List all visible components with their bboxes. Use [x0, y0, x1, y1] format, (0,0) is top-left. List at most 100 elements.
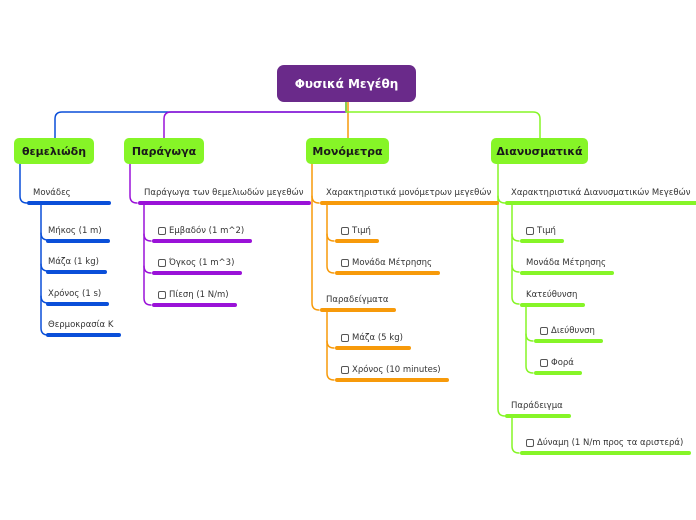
subtopic-item[interactable]: Πίεση (1 N/m) [152, 289, 237, 307]
subtopic-underline [138, 201, 312, 205]
checkbox[interactable] [540, 359, 548, 367]
checkbox[interactable] [341, 259, 349, 267]
subtopic-underline [520, 271, 614, 275]
connector-themeliodi-monades [19, 163, 28, 204]
subtopic-item[interactable]: Δύναμη (1 N/m προς τα αριστερά) [520, 437, 692, 455]
subtopic-item-label: Δύναμη (1 N/m προς τα αριστερά) [537, 438, 684, 448]
subtopic-underline [46, 270, 107, 274]
topic-monometra-label: Μονόμετρα [312, 144, 383, 158]
checkbox[interactable] [540, 327, 548, 335]
subtopic-item-label: Χρόνος (10 minutes) [352, 365, 441, 375]
subtopic-underline [152, 303, 237, 307]
subtopic-item[interactable]: Φορά [534, 357, 582, 375]
subtopic-underline [520, 451, 692, 455]
subtopic-underline [320, 308, 397, 312]
subtopic-underline [46, 239, 110, 243]
topic-paragoga[interactable]: Παράγωγα [124, 138, 204, 164]
checkbox[interactable] [526, 439, 534, 447]
subtopic-underline [152, 271, 243, 275]
subtopic-monometra-examples-label: Παραδείγματα [326, 295, 389, 305]
subtopic-item-label: Εμβαδόν (1 m^2) [169, 226, 245, 236]
subtopic-item[interactable]: Θερμοκρασία K [46, 319, 122, 337]
subtopic-dianysmatika-characteristics-label: Χαρακτηριστικά Διανυσματικών Μεγεθών [511, 188, 691, 198]
subtopic-underline [152, 239, 253, 243]
subtopic-dianysmatika-example-label: Παράδειγμα [511, 401, 563, 411]
subtopic-item[interactable]: Μάζα (5 kg) [335, 332, 411, 350]
subtopic-monades-label: Μονάδες [33, 188, 71, 198]
subtopic-underline [534, 371, 582, 375]
subtopic-item-label: Φορά [551, 358, 574, 368]
connector-dianysmatika-sub [497, 163, 506, 417]
checkbox[interactable] [158, 291, 166, 299]
topic-dianysmatika[interactable]: Διανυσματικά [491, 138, 588, 164]
subtopic-item[interactable]: Τιμή [520, 225, 564, 243]
subtopic-item-label: Τιμή [537, 226, 556, 236]
checkbox[interactable] [341, 227, 349, 235]
central-topic[interactable]: Φυσικά Μεγέθη [277, 65, 416, 102]
subtopic-underline [335, 378, 449, 382]
topic-dianysmatika-label: Διανυσματικά [496, 144, 583, 158]
connector-characteristics-items-green [511, 203, 520, 305]
subtopic-dianysmatika-example[interactable]: Παράδειγμα [505, 400, 571, 418]
topic-themeliodi[interactable]: θεμελιώδη [14, 138, 94, 164]
subtopic-item-label: Χρόνος (1 s) [48, 289, 102, 299]
subtopic-item-label: Όγκος (1 m^3) [169, 258, 235, 268]
subtopic-item-label: Διεύθυνση [551, 326, 595, 336]
subtopic-underline [505, 414, 571, 418]
subtopic-item-label: Μονάδα Μέτρησης [526, 258, 606, 268]
connector-characteristics-items [326, 203, 335, 274]
subtopic-underline [505, 201, 696, 205]
subtopic-item-label: Τιμή [352, 226, 371, 236]
subtopic-item[interactable]: Χρόνος (1 s) [46, 288, 110, 306]
subtopic-monometra-characteristics[interactable]: Χαρακτηριστικά μονόμετρων μεγεθών [320, 187, 500, 205]
checkbox[interactable] [526, 227, 534, 235]
subtopic-underline [520, 303, 586, 307]
subtopic-item[interactable]: Μονάδα Μέτρησης [335, 257, 440, 275]
connector-central-paragoga [163, 101, 347, 139]
subtopic-item[interactable]: Διεύθυνση [534, 325, 603, 343]
subtopic-item[interactable]: Μονάδα Μέτρησης [520, 257, 614, 275]
subtopic-paragoga-group[interactable]: Παράγωγα των θεμελιωδών μεγεθών [138, 187, 312, 205]
subtopic-item-label: Μάζα (5 kg) [352, 333, 403, 343]
subtopic-item[interactable]: Εμβαδόν (1 m^2) [152, 225, 253, 243]
subtopic-item[interactable]: Μάζα (1 kg) [46, 256, 107, 274]
subtopic-item[interactable]: Χρόνος (10 minutes) [335, 364, 449, 382]
subtopic-item[interactable]: Όγκος (1 m^3) [152, 257, 243, 275]
subtopic-item[interactable]: Μήκος (1 m) [46, 225, 110, 243]
checkbox[interactable] [341, 366, 349, 374]
subtopic-underline [534, 339, 603, 343]
checkbox[interactable] [158, 259, 166, 267]
subtopic-monades[interactable]: Μονάδες [27, 187, 111, 205]
subtopic-item[interactable]: Τιμή [335, 225, 379, 243]
subtopic-monometra-characteristics-label: Χαρακτηριστικά μονόμετρων μεγεθών [326, 188, 492, 198]
subtopic-kateuthinsi[interactable]: Κατεύθυνση [520, 289, 586, 307]
subtopic-item-label: Μάζα (1 kg) [48, 257, 99, 267]
connector-central-themeliodi [54, 101, 347, 139]
subtopic-monometra-examples[interactable]: Παραδείγματα [320, 294, 397, 312]
topic-themeliodi-label: θεμελιώδη [21, 144, 87, 158]
subtopic-underline [520, 239, 564, 243]
subtopic-underline [46, 302, 110, 306]
central-topic-label: Φυσικά Μεγέθη [294, 76, 399, 91]
subtopic-underline [27, 201, 111, 205]
subtopic-item-label: Μήκος (1 m) [48, 226, 102, 236]
subtopic-kateuthinsi-label: Κατεύθυνση [526, 290, 578, 300]
connector-examples-items [326, 310, 335, 381]
subtopic-item-label: Πίεση (1 N/m) [169, 290, 229, 300]
subtopic-underline [335, 271, 440, 275]
connector-paragoga-group [129, 163, 138, 204]
topic-monometra[interactable]: Μονόμετρα [306, 138, 389, 164]
checkbox[interactable] [341, 334, 349, 342]
subtopic-item-label: Μονάδα Μέτρησης [352, 258, 432, 268]
connector-central-dianysmatika [345, 101, 541, 139]
checkbox[interactable] [158, 227, 166, 235]
subtopic-underline [335, 239, 379, 243]
topic-paragoga-label: Παράγωγα [131, 144, 197, 158]
connector-monometra-sub [311, 163, 320, 311]
subtopic-item-label: Θερμοκρασία K [48, 320, 114, 330]
connector-kateuthinsi-items [525, 304, 534, 374]
subtopic-dianysmatika-characteristics[interactable]: Χαρακτηριστικά Διανυσματικών Μεγεθών [505, 187, 696, 205]
subtopic-underline [335, 346, 411, 350]
subtopic-paragoga-group-label: Παράγωγα των θεμελιωδών μεγεθών [144, 188, 304, 198]
